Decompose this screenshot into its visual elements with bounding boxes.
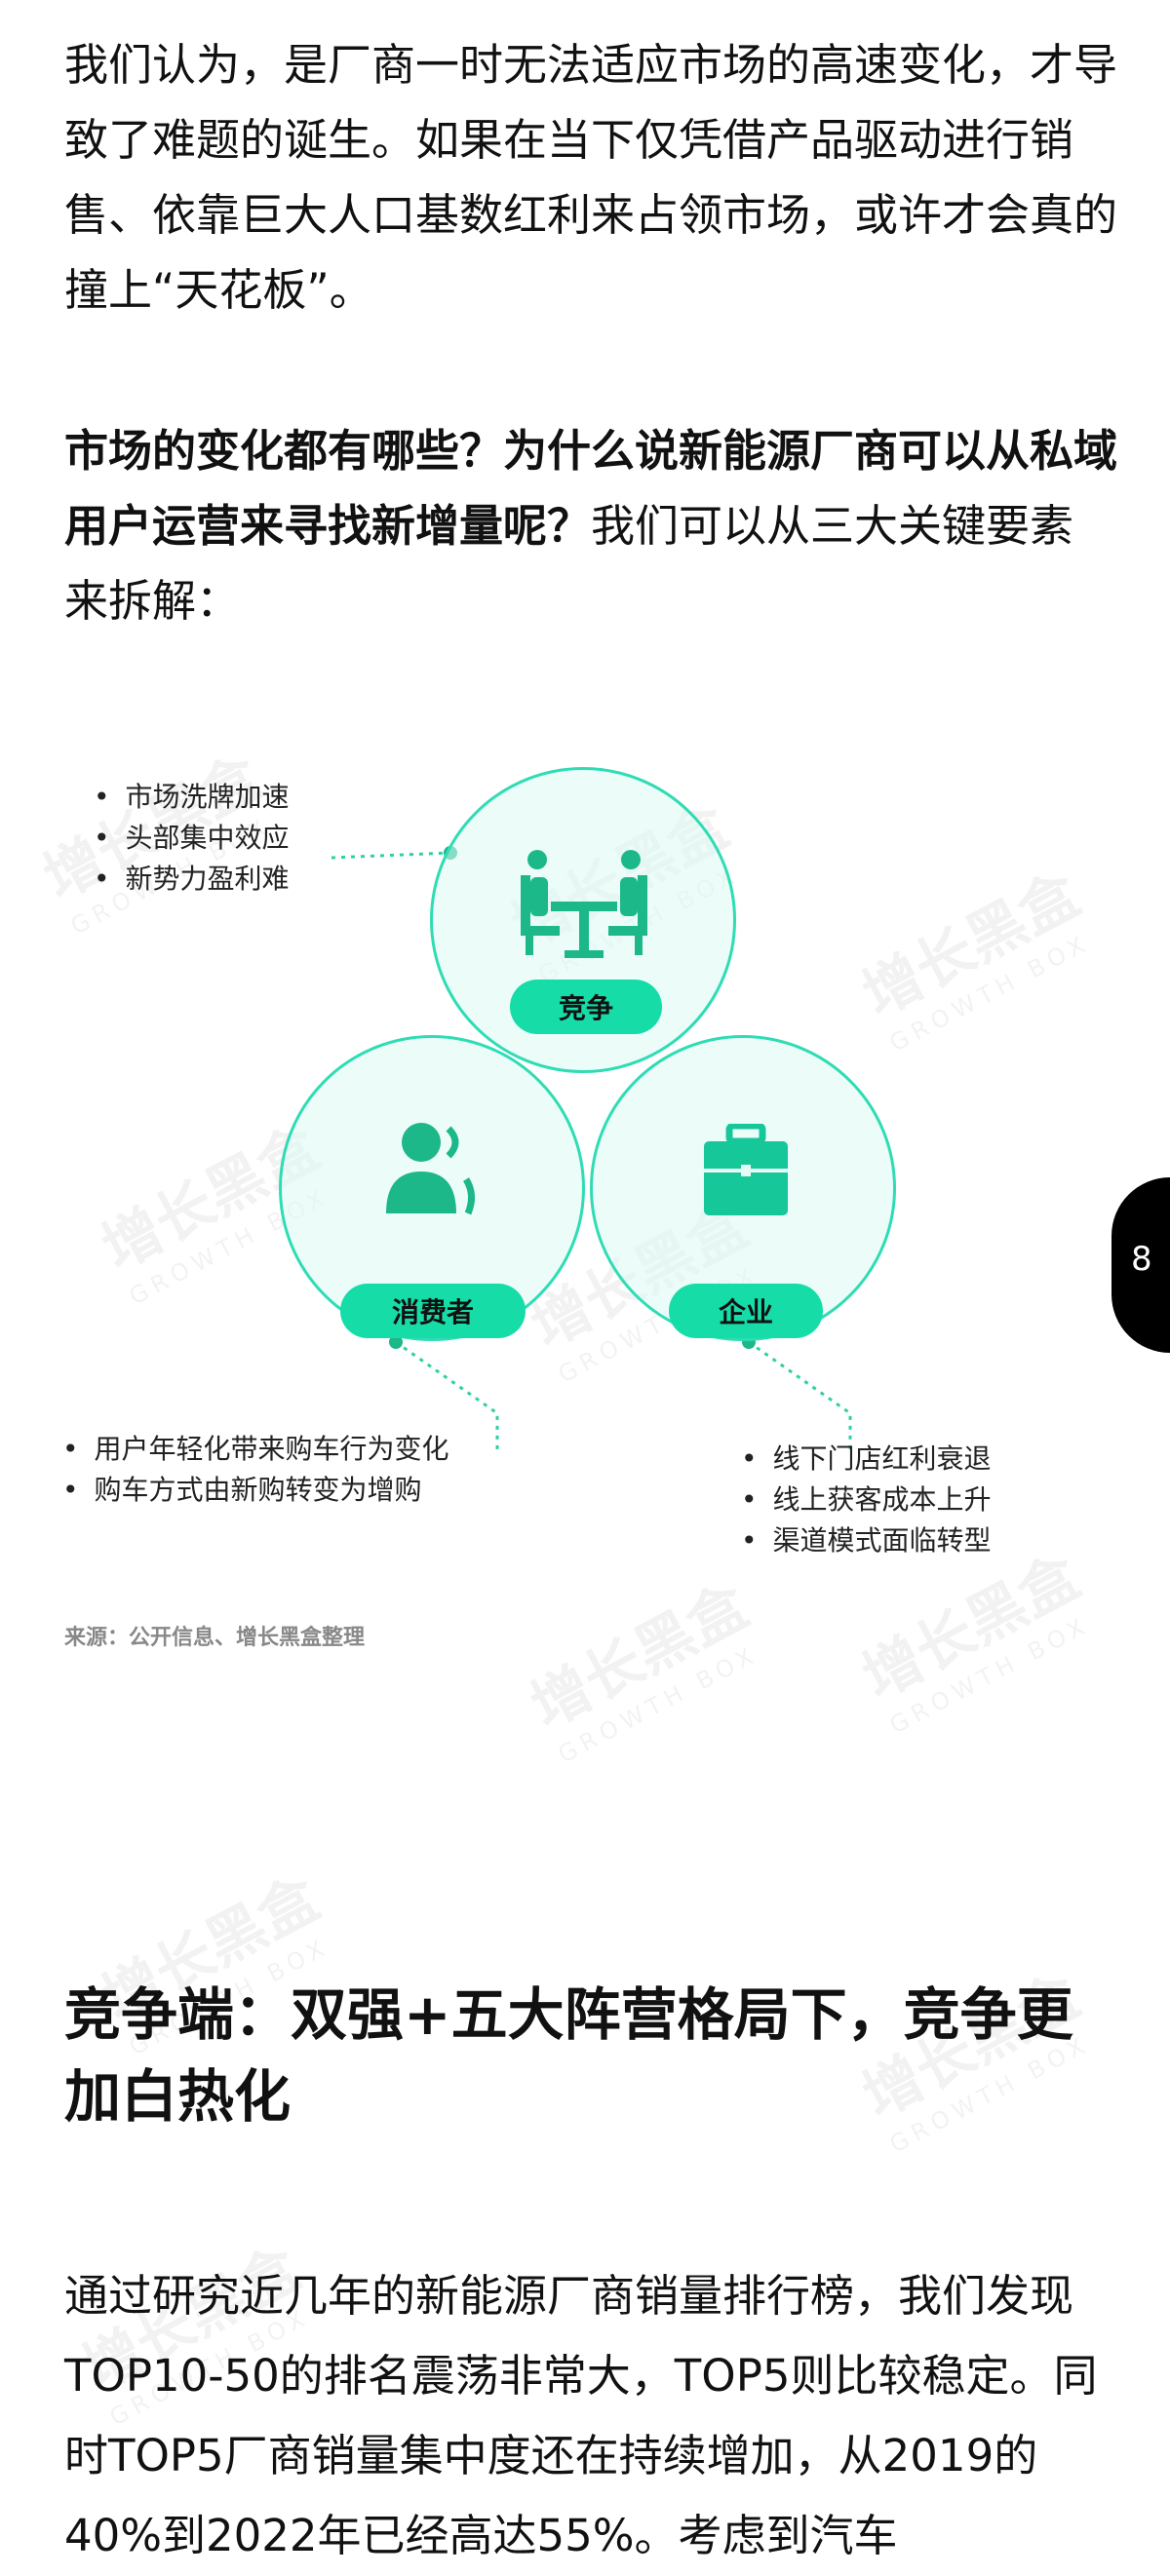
list-item: 购车方式由新购转变为增购 (62, 1470, 449, 1511)
list-item: 市场洗牌加速 (94, 777, 290, 818)
intro-paragraph: 我们认为，是厂商一时无法适应市场的高速变化，才导致了难题的诞生。如果在当下仅凭借… (64, 39, 1118, 316)
consumer-circle: 消费者 (279, 1035, 585, 1341)
competition-points: 市场洗牌加速 头部集中效应 新势力盈利难 (94, 777, 290, 900)
source-note: 来源：公开信息、增长黑盒整理 (64, 1626, 366, 1650)
briefcase-icon (704, 1124, 788, 1215)
consumer-points: 用户年轻化带来购车行为变化 购车方式由新购转变为增购 (62, 1429, 449, 1511)
body-paragraph: 通过研究近几年的新能源厂商销量排行榜，我们发现TOP10-50的排名震荡非常大，… (64, 2270, 1098, 2561)
meeting-icon (521, 850, 647, 958)
list-item: 线下门店红利衰退 (741, 1439, 992, 1480)
question-paragraph: 市场的变化都有哪些？为什么说新能源厂商可以从私域用户运营来寻找新增量呢？我们可以… (64, 413, 1117, 638)
list-item: 线上获客成本上升 (741, 1480, 992, 1520)
consumer-label: 消费者 (340, 1284, 526, 1338)
user-voice-icon (386, 1123, 475, 1215)
page-number: 8 (1131, 1240, 1152, 1279)
enterprise-points: 线下门店红利衰退 线上获客成本上升 渠道模式面临转型 (741, 1439, 992, 1561)
list-item: 渠道模式面临转型 (741, 1520, 992, 1561)
question-rest: 我们可以从三大关键要素来拆解： (64, 500, 1074, 627)
enterprise-label: 企业 (669, 1284, 823, 1338)
page-number-badge: 8 (1112, 1177, 1170, 1353)
list-item: 头部集中效应 (94, 818, 290, 859)
competition-label: 竞争 (510, 980, 662, 1034)
list-item: 用户年轻化带来购车行为变化 (62, 1429, 449, 1470)
enterprise-circle: 企业 (590, 1035, 896, 1341)
section-title: 竞争端：双强+五大阵营格局下，竞争更加白热化 (64, 1981, 1073, 2130)
question-bold: 市场的变化都有哪些？为什么说新能源厂商可以从私域用户运营来寻找新增量呢？ (64, 425, 1118, 552)
list-item: 新势力盈利难 (94, 859, 290, 900)
competition-circle: 竞争 (430, 767, 736, 1073)
